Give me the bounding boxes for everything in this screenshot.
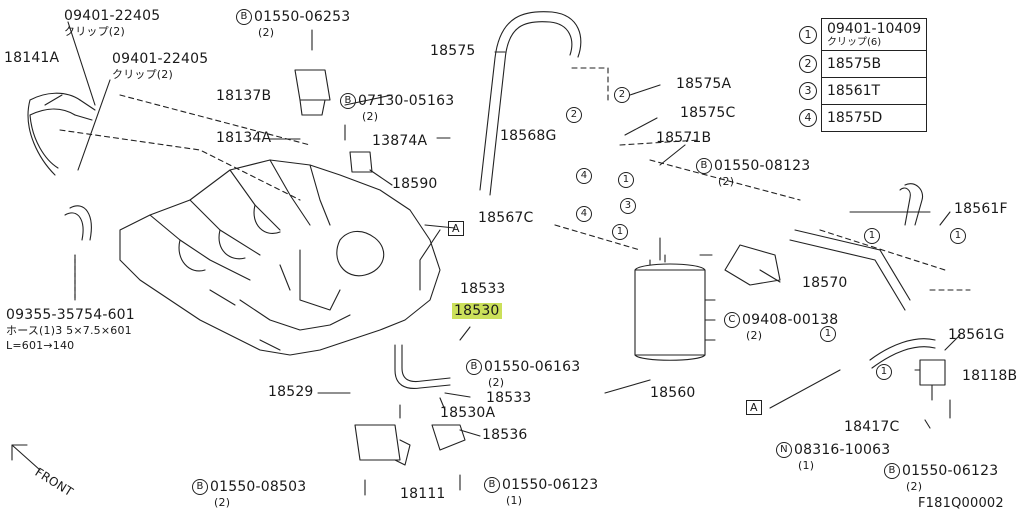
canister-18560 (634, 263, 706, 361)
key-marker-1a: 1 (618, 172, 636, 188)
label-18118b: 18118B (962, 368, 1018, 384)
legend-part-number: 18561T (827, 83, 881, 99)
legend-key-marker: 3 (799, 82, 817, 100)
hose-09355 (64, 205, 92, 241)
key-marker-2b: 2 (614, 87, 632, 103)
label-18533-lower: 18533 (486, 390, 532, 406)
label-18560: 18560 (650, 385, 696, 401)
label-18590: 18590 (392, 176, 438, 192)
legend-key-marker: 1 (799, 25, 817, 44)
key-marker-1d: 1 (950, 228, 968, 244)
key-marker-1f: 1 (876, 364, 894, 380)
key-marker-4b: 4 (576, 206, 594, 222)
b-marker-icon: B (236, 9, 252, 25)
label-18561g: 18561G (948, 327, 1005, 343)
ref-a-upper: A (448, 221, 464, 236)
key-marker-1c: 1 (864, 228, 882, 244)
figure-code: F181Q00002 (918, 496, 1004, 511)
label-18141a: 18141A (4, 50, 60, 66)
legend-part-number: 09401-10409 (827, 21, 922, 37)
key-marker-3: 3 (620, 198, 638, 214)
legend-key-marker: 4 (799, 109, 817, 127)
label-18111: 18111 (400, 486, 446, 502)
label-18571b: 18571B (656, 130, 712, 146)
label-18417c: 18417C (844, 419, 900, 435)
legend-key-marker: 2 (799, 55, 817, 73)
pipe-18575 (479, 11, 582, 196)
b-marker-icon: B (884, 463, 900, 479)
b-marker-icon: B (466, 359, 482, 375)
valve-18118b (914, 359, 946, 401)
b-marker-icon: B (340, 93, 356, 109)
hose-18141a (27, 92, 81, 176)
key-marker-2a: 2 (566, 107, 584, 123)
label-18575: 18575 (430, 43, 476, 59)
label-18575a: 18575A (676, 76, 732, 92)
legend-part-number: 18575D (827, 110, 883, 126)
label-18567c: 18567C (478, 210, 534, 226)
label-18529: 18529 (268, 384, 314, 400)
label-13874a: 13874A (372, 133, 428, 149)
legend-part-number: 18575B (827, 56, 882, 72)
key-marker-1b: 1 (612, 224, 630, 240)
b-marker-icon: B (696, 158, 712, 174)
label-18533-upper: 18533 (460, 281, 506, 297)
ref-a-lower: A (746, 400, 762, 415)
label-18575c: 18575C (680, 105, 736, 121)
b-marker-icon: B (192, 479, 208, 495)
label-18137b: 18137B (216, 88, 272, 104)
b-marker-icon: B (484, 477, 500, 493)
legend-note: クリップ(6) (827, 37, 882, 48)
label-18561f: 18561F (954, 201, 1008, 217)
label-18568g: 18568G (500, 128, 557, 144)
label-18530a: 18530A (440, 405, 496, 421)
pipe-18530 (394, 344, 451, 389)
front-arrow (11, 444, 41, 471)
legend-row: 4 18575D (799, 104, 928, 132)
label-18530-highlighted: 18530 (452, 303, 502, 319)
key-marker-4a: 4 (576, 168, 594, 184)
n-marker-icon: N (776, 442, 792, 458)
intake-manifold (119, 159, 441, 356)
label-18134a: 18134A (216, 130, 272, 146)
c-marker-icon: C (724, 312, 740, 328)
solenoid-18111 (354, 424, 411, 466)
label-18570: 18570 (802, 275, 848, 291)
bracket-18570 (724, 229, 911, 311)
legend-row: 3 18561T (799, 77, 928, 105)
label-18536: 18536 (482, 427, 528, 443)
key-marker-1e: 1 (820, 326, 838, 342)
legend-row: 2 18575B (799, 50, 928, 78)
